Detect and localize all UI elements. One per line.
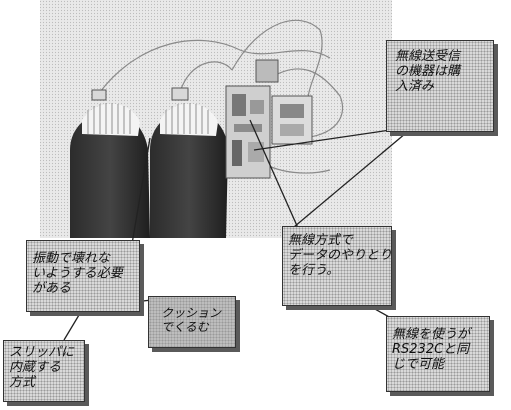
- transmitter-unit: [272, 96, 312, 144]
- callout-built-into-slipper: スリッパに 内蔵する 方式: [3, 340, 85, 402]
- callout-wireless-data-exchange: 無線方式で データのやりとり を行う。: [282, 226, 392, 306]
- callout-vibration-protection: 振動で壊れな いようする必要 がある: [26, 240, 140, 312]
- callout-wireless-devices-purchased: 無線送受信 の機器は購 入済み: [386, 40, 494, 132]
- callout-rs232c-compatible: 無線を使うが RS232Cと同 じで可能: [386, 316, 490, 392]
- callout-cushion-wrap: クッション でくるむ: [148, 296, 236, 348]
